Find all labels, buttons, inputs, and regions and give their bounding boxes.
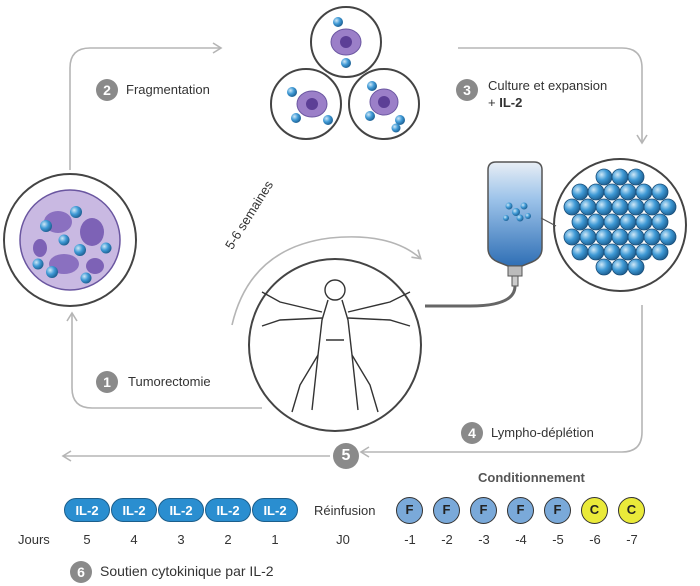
expanded-t-cell — [635, 213, 653, 231]
arrow-duration-arc — [231, 236, 422, 326]
step-3-label-line1: Culture et expansion — [488, 78, 608, 93]
expanded-t-cell — [579, 228, 597, 246]
expanded-t-cell — [619, 183, 637, 201]
cyclophosphamide-marker: C — [618, 497, 645, 524]
infusion-bag-illustration — [425, 161, 557, 308]
expanded-t-cell — [635, 243, 653, 261]
expanded-t-cell — [611, 198, 629, 216]
expanded-t-cell — [603, 213, 621, 231]
step-6-label: Soutien cytokinique par IL-2 — [100, 563, 274, 579]
expanded-t-cell — [651, 243, 669, 261]
expanded-t-cell — [643, 198, 661, 216]
expanded-t-cell — [635, 183, 653, 201]
il2-pill: IL-2 — [252, 498, 298, 522]
expanded-t-cell — [651, 183, 669, 201]
il2-pill: IL-2 — [111, 498, 157, 522]
step-3-label: Culture et expansion + IL-2 — [488, 77, 607, 111]
step-4-label: Lympho-déplétion — [491, 425, 594, 440]
day-value: 2 — [224, 532, 232, 547]
conditioning-title: Conditionnement — [478, 470, 585, 485]
fragment-top — [310, 6, 382, 78]
fludarabine-marker: F — [433, 497, 460, 524]
fragment-illustrations — [270, 6, 420, 140]
arrow-tumor-to-fragments — [69, 42, 223, 170]
reinfusion-day: J0 — [336, 532, 350, 547]
step-3-label-line2: + IL-2 — [488, 94, 607, 111]
day-value: 3 — [177, 532, 185, 547]
expanded-t-cell — [595, 198, 613, 216]
expanded-cells-illustration — [553, 158, 687, 292]
expanded-t-cell — [611, 168, 629, 186]
fragment-left — [270, 68, 342, 140]
expanded-t-cell — [563, 228, 581, 246]
step-4-number: 4 — [461, 422, 483, 444]
step-1-number: 1 — [96, 371, 118, 393]
expanded-t-cell — [571, 243, 589, 261]
expanded-t-cell — [619, 243, 637, 261]
step-6-number: 6 — [70, 561, 92, 583]
expanded-t-cell — [627, 258, 645, 276]
fludarabine-marker: F — [396, 497, 423, 524]
reinfusion-label: Réinfusion — [314, 503, 376, 518]
day-value: -5 — [552, 532, 564, 547]
step-2-label: Fragmentation — [126, 82, 210, 97]
days-label: Jours — [18, 532, 50, 547]
tumor-illustration — [3, 173, 137, 307]
expanded-t-cell — [651, 213, 669, 231]
patient-illustration — [248, 258, 422, 432]
il2-pill: IL-2 — [64, 498, 110, 522]
expanded-t-cell — [659, 198, 677, 216]
expanded-t-cell — [587, 213, 605, 231]
expanded-t-cell — [571, 183, 589, 201]
day-value: 5 — [83, 532, 91, 547]
arrow-bag-to-step5 — [359, 305, 643, 458]
fludarabine-marker: F — [544, 497, 571, 524]
step-3-number: 3 — [456, 79, 478, 101]
fludarabine-marker: F — [507, 497, 534, 524]
day-value: -6 — [589, 532, 601, 547]
day-value: -2 — [441, 532, 453, 547]
day-value: 1 — [271, 532, 279, 547]
step-3-il2: IL-2 — [499, 95, 523, 110]
il2-pill: IL-2 — [205, 498, 251, 522]
step-3-plus: + — [488, 95, 500, 110]
expanded-t-cell — [571, 213, 589, 231]
step-2-number: 2 — [96, 79, 118, 101]
expanded-t-cell — [595, 228, 613, 246]
expanded-t-cell — [627, 198, 645, 216]
day-value: -4 — [515, 532, 527, 547]
expanded-t-cell — [579, 198, 597, 216]
day-value: -1 — [404, 532, 416, 547]
fragment-right — [348, 68, 420, 140]
expanded-t-cell — [659, 228, 677, 246]
day-value: -3 — [478, 532, 490, 547]
expanded-t-cell — [603, 183, 621, 201]
expanded-t-cell — [595, 258, 613, 276]
day-value: -7 — [626, 532, 638, 547]
fludarabine-marker: F — [470, 497, 497, 524]
step-1-label: Tumorectomie — [128, 374, 211, 389]
expanded-t-cell — [627, 168, 645, 186]
expanded-t-cell — [563, 198, 581, 216]
expanded-t-cell — [595, 168, 613, 186]
expanded-t-cell — [627, 228, 645, 246]
arrow-body-to-tumor — [66, 311, 262, 409]
expanded-t-cell — [643, 228, 661, 246]
cycle-arrows — [61, 42, 648, 462]
expanded-t-cell — [603, 243, 621, 261]
expanded-t-cell — [619, 213, 637, 231]
expanded-t-cell — [611, 228, 629, 246]
arrow-fragments-to-culture — [458, 47, 648, 145]
il2-pill: IL-2 — [158, 498, 204, 522]
expanded-t-cell — [611, 258, 629, 276]
expanded-t-cell — [587, 243, 605, 261]
day-value: 4 — [130, 532, 138, 547]
step-5-number: 5 — [333, 443, 359, 469]
cyclophosphamide-marker: C — [581, 497, 608, 524]
expanded-t-cell — [587, 183, 605, 201]
